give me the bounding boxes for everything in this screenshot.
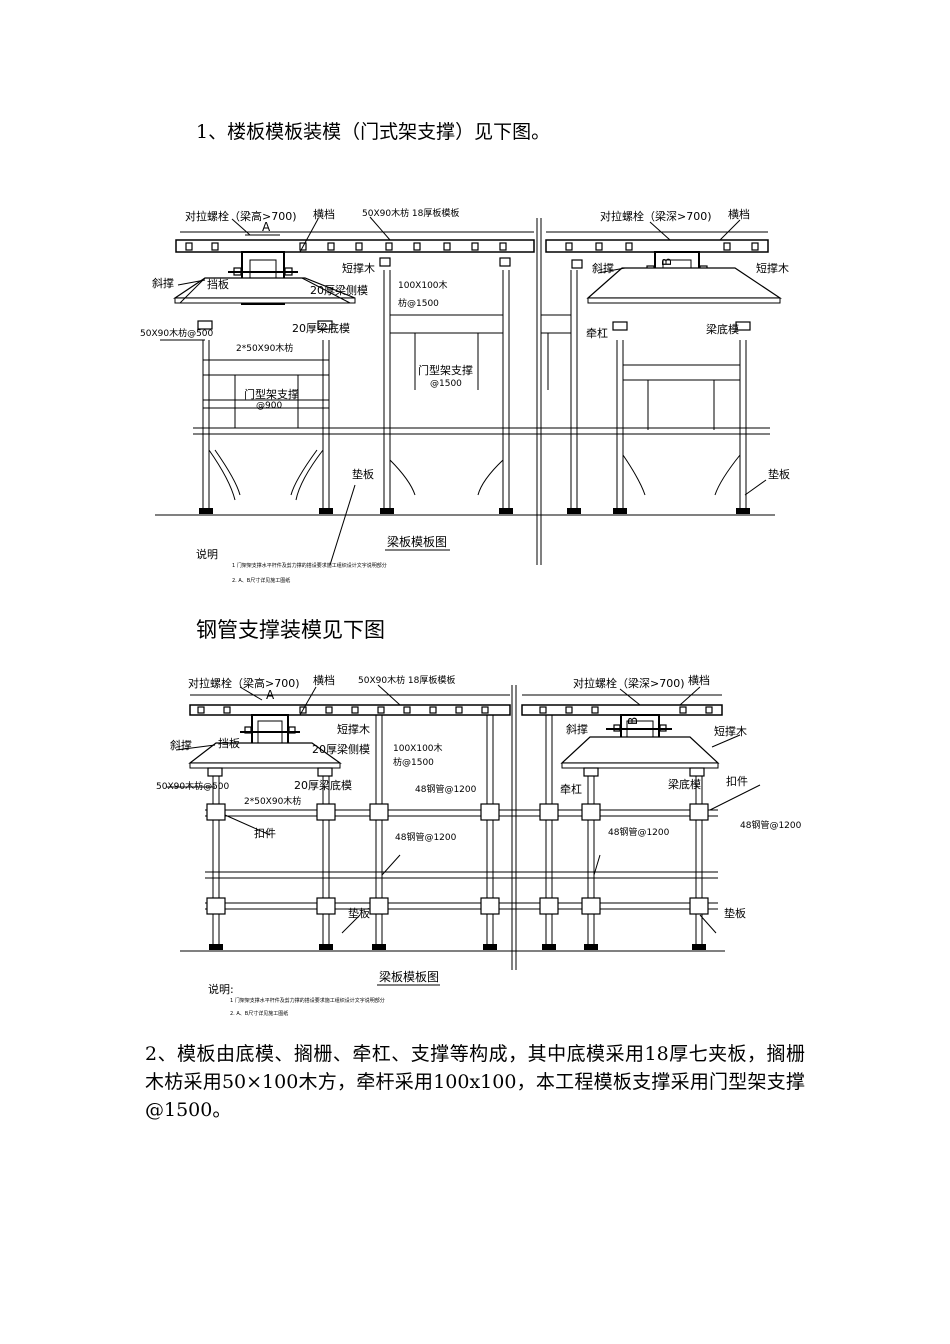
door-frame-center <box>383 270 578 512</box>
label-pad-right: 垫板 <box>768 467 790 481</box>
label-joist-board: 50X90木枋 18厚板模板 <box>358 674 455 686</box>
label-purlin2: 枋@1500 <box>393 756 434 768</box>
label-brace-left: 斜撑 <box>170 738 192 752</box>
figure2-notes-title: 说明: <box>208 982 234 996</box>
label-cross-stop-left: 横档 <box>313 207 335 221</box>
joist-row <box>197 706 713 714</box>
label-double-joist: 2*50X90木枋 <box>236 342 293 354</box>
label-cross-stop-left: 横档 <box>313 673 335 687</box>
joist-row <box>185 242 759 251</box>
label-joist-board: 50X90木枋 18厚板模板 <box>362 207 459 219</box>
label-coupler-right: 扣件 <box>726 774 748 788</box>
formwork-description: 2、模板由底模、搁栅、牵杠、支撑等构成，其中底模采用18厚七夹板，搁栅木枋采用5… <box>145 1043 805 1121</box>
label-steel-pipe-top: 48钢管@1200 <box>415 783 477 795</box>
label-side-form: 20厚梁侧模 <box>312 742 370 756</box>
label-steel-pipe-right: 48钢管@1200 <box>740 819 802 831</box>
label-steel-pipe-right2: 48钢管@1200 <box>608 826 670 838</box>
label-baffle: 挡板 <box>218 736 240 750</box>
figure1-note-2: 2. A、B尺寸详见施工图纸 <box>232 577 290 584</box>
label-door-frame-center: 门型架支撑 <box>418 363 473 377</box>
label-beam-bottom-right: 梁底模 <box>668 777 701 791</box>
door-frame-formwork-drawing: 对拉螺栓（梁高>700) 横档 50X90木枋 18厚板模板 对拉螺栓（梁深>7… <box>140 207 790 584</box>
label-short-strut-left: 短撑木 <box>337 722 370 736</box>
label-dim-a: A <box>266 688 275 702</box>
label-tie-bolt-right: 对拉螺栓（梁深>700) <box>600 209 712 223</box>
steel-pipe-formwork-drawing: 对拉螺栓（梁高>700) 横档 50X90木枋 18厚板模板 对拉螺栓（梁深>7… <box>156 673 802 1017</box>
label-steel-pipe-mid: 48钢管@1200 <box>395 831 457 843</box>
label-ledger: 牵杠 <box>586 327 608 340</box>
figure1-caption: 梁板模板图 <box>387 534 447 549</box>
label-dim-b: B <box>660 258 674 266</box>
door-frame-left <box>202 340 330 510</box>
label-pad-left: 垫板 <box>348 906 370 920</box>
label-ledger: 牵杠 <box>560 783 582 796</box>
intro-paragraph: 1、楼板模板装模（门式架支撑）见下图。 <box>196 121 551 143</box>
label-beam-bottom-right: 梁底模 <box>706 322 739 336</box>
label-dim-b: B <box>626 717 640 725</box>
label-short-strut-left: 短撑木 <box>342 261 375 275</box>
steel-pipe-heading: 钢管支撑装模见下图 <box>196 618 385 642</box>
label-door-frame-left: 门型架支撑 <box>244 387 299 401</box>
label-brace-left: 斜撑 <box>152 276 174 290</box>
label-purlin2: 枋@1500 <box>398 297 439 309</box>
figure1-note-1: 1 门架架支撑水平杆件及剪力撑的搭设要求施工组织设计文字说明部分 <box>232 562 387 569</box>
door-frame-right <box>616 340 747 512</box>
label-brace-right: 斜撑 <box>592 261 614 275</box>
label-short-strut-right: 短撑木 <box>714 724 747 738</box>
figure2-note-2: 2. A、B尺寸详见施工图纸 <box>230 1010 288 1017</box>
figure1-notes-title: 说明 <box>196 547 218 561</box>
label-short-strut-right: 短撑木 <box>756 261 789 275</box>
label-door-frame-center2: @1500 <box>430 379 462 389</box>
label-tie-bolt-right: 对拉螺栓（梁深>700) <box>573 676 685 690</box>
label-baffle: 挡板 <box>207 277 229 291</box>
label-beam-bottom-left: 20厚梁底模 <box>294 778 352 792</box>
label-tie-bolt-left: 对拉螺栓（梁高>700) <box>188 676 300 690</box>
figure2-caption: 梁板模板图 <box>379 969 439 984</box>
label-purlin: 100X100木 <box>398 279 448 291</box>
label-cross-stop-right: 横档 <box>688 673 710 687</box>
label-door-frame-left2: @900 <box>256 401 282 411</box>
label-side-form: 20厚梁侧模 <box>310 283 368 297</box>
label-purlin: 100X100木 <box>393 742 443 754</box>
label-brace-right: 斜撑 <box>566 722 588 736</box>
label-joist-500: 50X90木枋@500 <box>156 780 230 792</box>
label-dim-a: A <box>262 220 271 234</box>
label-double-joist: 2*50X90木枋 <box>244 795 301 807</box>
label-pad-right: 垫板 <box>724 906 746 920</box>
label-joist-500: 50X90木枋@500 <box>140 327 214 339</box>
label-coupler-left: 扣件 <box>254 826 276 840</box>
figure1-labels: 对拉螺栓（梁高>700) 横档 50X90木枋 18厚板模板 对拉螺栓（梁深>7… <box>140 207 790 584</box>
label-tie-bolt-left: 对拉螺栓（梁高>700) <box>185 209 297 223</box>
label-beam-bottom-left: 20厚梁底模 <box>292 321 350 335</box>
figure2-note-1: 1 门架架支撑水平杆件及剪力撑的搭设要求施工组织设计文字说明部分 <box>230 997 385 1004</box>
figure2-labels: 对拉螺栓（梁高>700) 横档 50X90木枋 18厚板模板 对拉螺栓（梁深>7… <box>156 673 802 1017</box>
label-pad-left: 垫板 <box>352 467 374 481</box>
couplers <box>206 803 709 915</box>
label-cross-stop-right: 横档 <box>728 207 750 221</box>
